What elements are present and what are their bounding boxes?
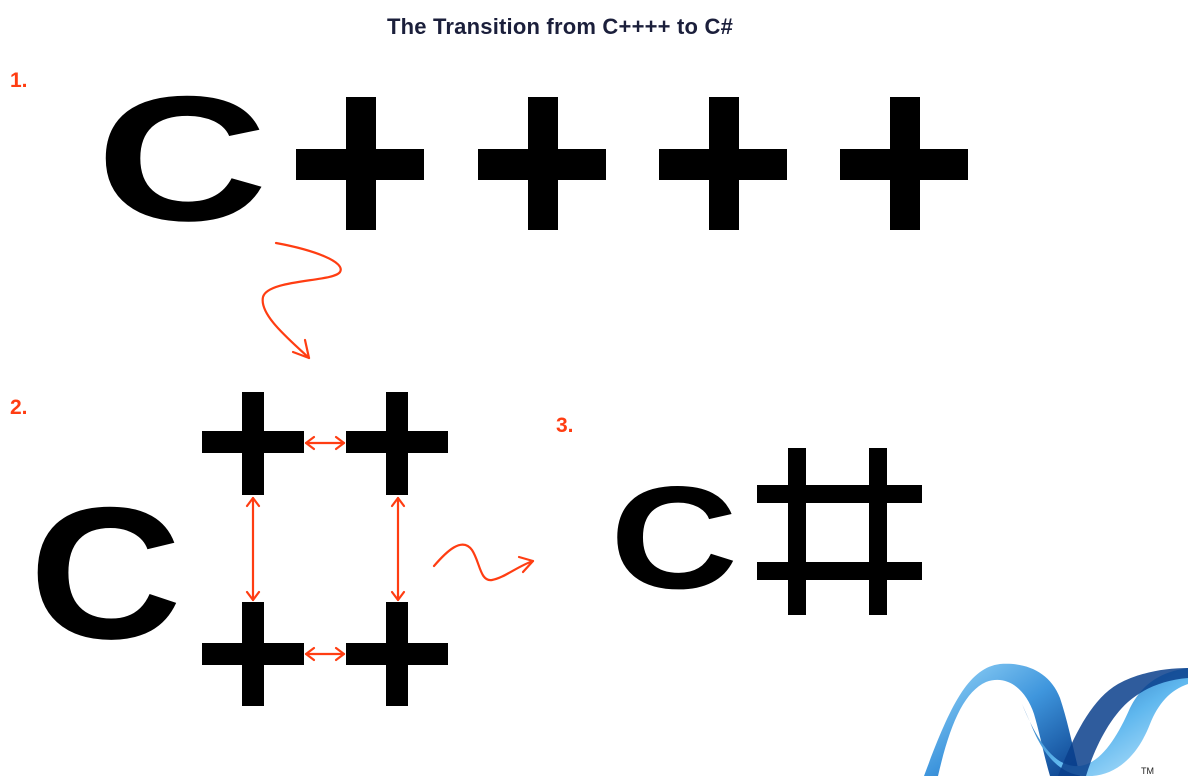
trademark-label: TM [1141,766,1154,776]
plus-sign-bottom-right [346,602,448,706]
plus-sign-bottom-left [202,602,304,706]
double-arrow-top [304,435,346,451]
step-1-group: C [96,59,968,258]
squiggle-arrow-2 [432,543,535,582]
plus-sign-top-left [202,392,304,495]
double-arrow-bottom [304,646,346,662]
c-letter-step1: C [96,59,268,258]
plus-sign-1 [296,97,424,230]
plus-sign-2 [478,97,606,230]
step-2-label: 2. [10,396,28,419]
plus-sign-top-right [346,392,448,495]
step-3-label: 3. [556,414,574,437]
c-letter-step3: C [610,456,738,619]
hash-sign [757,448,922,615]
double-arrow-right [390,496,406,602]
c-letter-step2: C [29,468,182,678]
double-arrow-left [245,496,261,602]
dotnet-logo: TM [924,663,1188,776]
plus-sign-4 [840,97,968,230]
step-1-label: 1. [10,69,28,92]
plus-sign-3 [659,97,787,230]
step-3-group: C [610,448,922,619]
step-2-group: C [29,392,448,706]
squiggle-arrow-1 [261,241,342,360]
page-title: The Transition from C++++ to C# [386,14,734,39]
